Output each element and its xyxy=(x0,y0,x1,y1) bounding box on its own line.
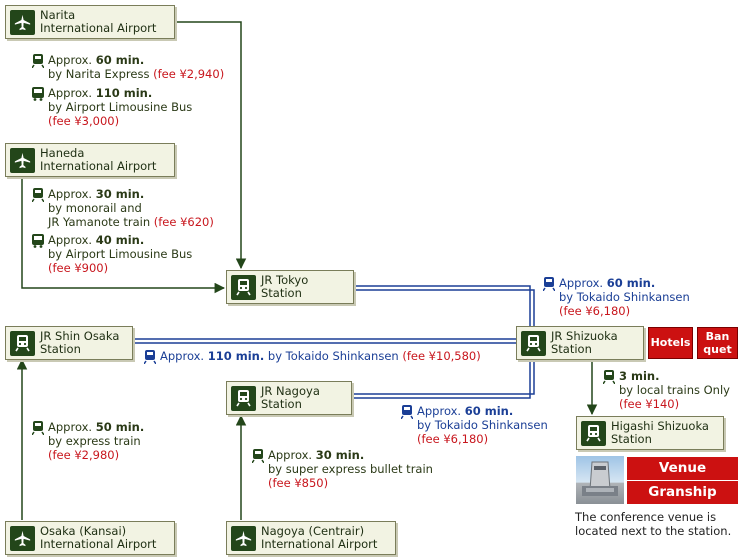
node-centrair-name: Nagoya (Centrair) xyxy=(261,524,364,538)
train-icon xyxy=(252,449,264,463)
node-narita-name: Narita xyxy=(40,8,75,22)
route-nagoya-shizuoka: Approx. 60 min.by Tokaido Shinkansen(fee… xyxy=(401,404,548,446)
train-icon xyxy=(32,54,44,68)
train-icon xyxy=(521,331,546,356)
granship-button[interactable]: Granship xyxy=(627,481,738,504)
tokyo-shizuoka-line xyxy=(354,286,530,327)
bus-icon xyxy=(32,234,44,248)
bus-icon xyxy=(32,87,44,101)
route-narita-bus: Approx. 110 min.by Airport Limousine Bus… xyxy=(32,86,192,128)
nagoya-shizuoka-line xyxy=(352,360,530,398)
airplane-icon xyxy=(10,148,35,173)
granship-building-icon xyxy=(576,456,624,504)
node-shizuoka-name: JR Shizuoka xyxy=(551,329,618,343)
route-kansai-osaka: Approx. 50 min.by express train(fee ¥2,9… xyxy=(32,420,144,462)
route-osaka-shizuoka: Approx. 110 min. by Tokaido Shinkansen (… xyxy=(144,349,481,363)
train-icon xyxy=(581,421,606,446)
train-icon xyxy=(32,188,44,202)
node-shin-osaka-name: JR Shin Osaka xyxy=(40,329,119,343)
node-tokyo-name: JR Tokyo xyxy=(261,273,308,287)
route-shizuoka-higashi: 3 min.by local trains Only(fee ¥140) xyxy=(603,369,730,411)
train-icon xyxy=(32,421,44,435)
airplane-icon xyxy=(231,526,256,551)
node-higashi-name: Higashi Shizuoka xyxy=(611,419,709,433)
node-centrair-airport[interactable]: Nagoya (Centrair)International Airport xyxy=(226,521,396,555)
train-icon xyxy=(231,275,256,300)
train-icon xyxy=(603,370,615,384)
node-kansai-airport[interactable]: Osaka (Kansai)International Airport xyxy=(5,521,175,555)
venue-photo[interactable] xyxy=(576,456,624,504)
train-icon xyxy=(144,350,156,364)
venue-label: Venue xyxy=(627,457,738,480)
airplane-icon xyxy=(10,526,35,551)
train-icon xyxy=(543,277,555,291)
route-centrair-nagoya: Approx. 30 min.by super express bullet t… xyxy=(252,448,433,490)
route-narita-express: Approx. 60 min.by Narita Express (fee ¥2… xyxy=(32,53,224,81)
node-kansai-name: Osaka (Kansai) xyxy=(40,524,126,538)
node-nagoya-name: JR Nagoya xyxy=(261,384,320,398)
train-icon xyxy=(231,386,256,411)
route-haneda-bus: Approx. 40 min.by Airport Limousine Bus(… xyxy=(32,233,192,275)
node-haneda-name: Haneda xyxy=(40,146,84,160)
train-icon xyxy=(10,331,35,356)
route-tokyo-shizuoka: Approx. 60 min.by Tokaido Shinkansen(fee… xyxy=(543,276,690,318)
hotels-button[interactable]: Hotels xyxy=(648,327,693,359)
airplane-icon xyxy=(10,10,35,35)
train-icon xyxy=(401,405,413,419)
